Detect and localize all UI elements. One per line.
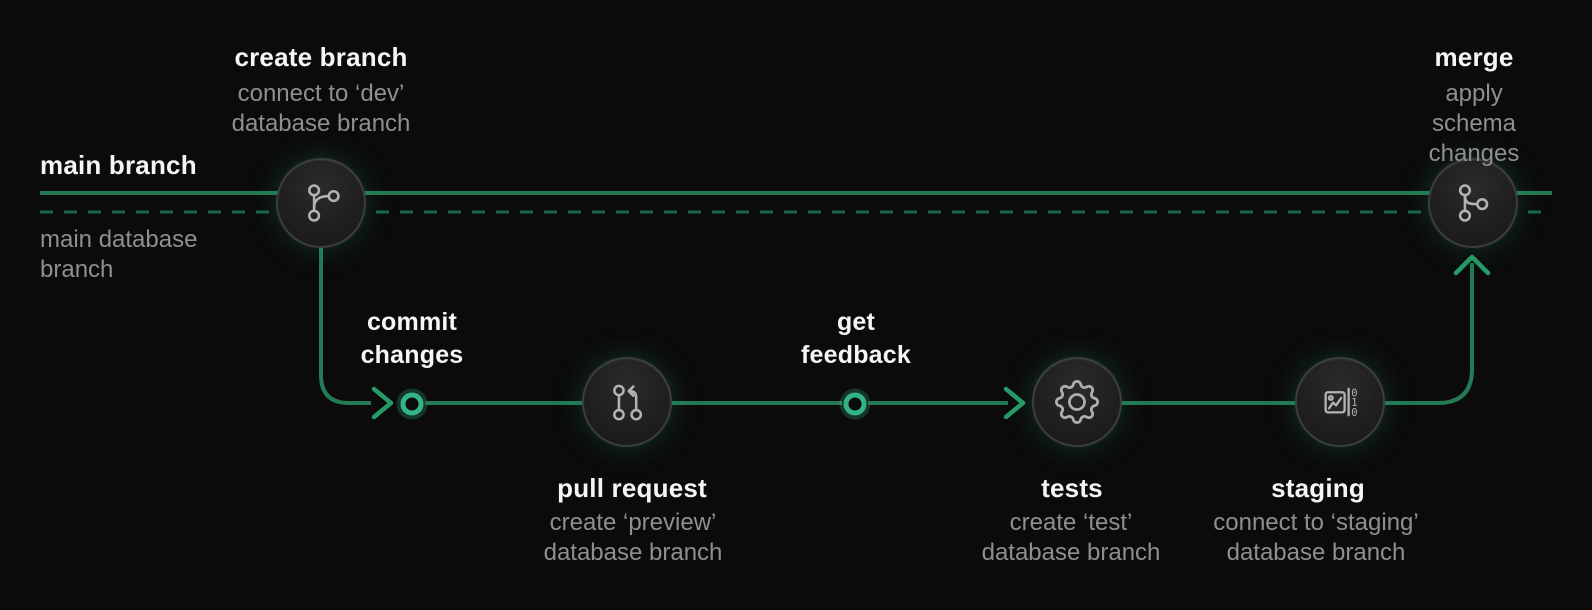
schema-diff-icon: 0 1 0 bbox=[1324, 387, 1357, 419]
get-feedback-label: get feedback bbox=[801, 308, 911, 369]
arrow-right-icon bbox=[371, 386, 394, 420]
feature-branch-up-path bbox=[1385, 263, 1474, 405]
svg-text:0: 0 bbox=[1351, 387, 1357, 399]
main-branch-label: main branch bbox=[40, 150, 197, 180]
arrow-right-icon bbox=[1003, 386, 1026, 420]
node-pull-request bbox=[582, 357, 672, 447]
svg-text:1: 1 bbox=[1351, 397, 1357, 409]
tests-title: tests bbox=[1041, 473, 1103, 503]
merge-title: merge bbox=[1434, 42, 1514, 72]
svg-text:0: 0 bbox=[1351, 407, 1357, 419]
merge-subtitle: apply schema changes bbox=[1428, 80, 1520, 167]
node-tests bbox=[1032, 357, 1122, 447]
tests-subtitle: create ‘test’ database branch bbox=[981, 509, 1161, 566]
get-feedback-dot bbox=[843, 392, 867, 416]
staging-title: staging bbox=[1271, 473, 1365, 503]
commit-changes-label: commit changes bbox=[360, 308, 464, 369]
git-branch-icon bbox=[308, 184, 340, 222]
git-merge-icon bbox=[1458, 184, 1489, 222]
main-database-branch-label: main database branch bbox=[40, 226, 198, 283]
node-create-branch bbox=[276, 158, 366, 248]
feature-branch-down-path bbox=[319, 248, 371, 405]
node-staging: 0 1 0 bbox=[1295, 357, 1385, 447]
create-branch-subtitle: connect to ‘dev’ database branch bbox=[231, 80, 411, 137]
commit-changes-dot bbox=[400, 392, 424, 416]
staging-subtitle: connect to ‘staging’ database branch bbox=[1213, 509, 1419, 566]
gear-icon bbox=[1055, 380, 1099, 424]
arrow-up-icon bbox=[1453, 254, 1491, 276]
pull-request-title: pull request bbox=[557, 473, 707, 503]
node-merge bbox=[1428, 158, 1518, 248]
git-pull-request-icon bbox=[613, 384, 643, 421]
create-branch-title: create branch bbox=[234, 42, 408, 72]
pull-request-subtitle: create ‘preview’ database branch bbox=[543, 509, 723, 566]
